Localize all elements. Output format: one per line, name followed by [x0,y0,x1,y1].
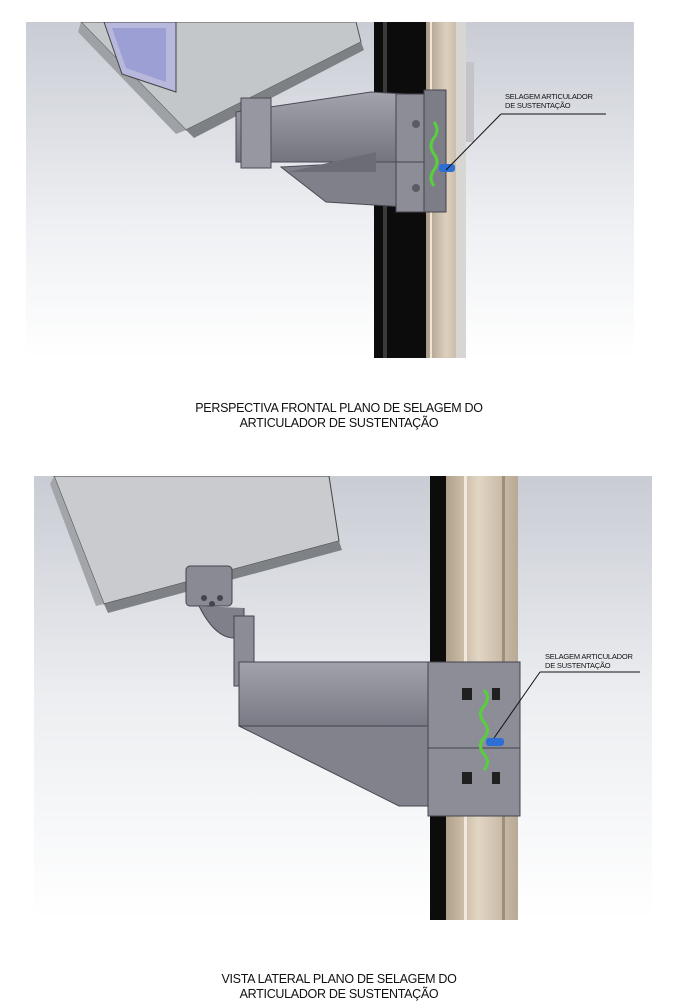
figure-caption: VISTA LATERAL PLANO DE SELAGEM DO ARTICU… [0,972,678,1002]
seal-lock [486,738,504,746]
callout-line2: DE SUSTENTAÇÃO [505,101,571,110]
pole-clamps [427,661,521,817]
support-bracket [238,661,440,807]
lateral-view-render [34,476,652,920]
callout-line1: SELAGEM ARTICULADOR [505,92,593,101]
callout-label: SELAGEM ARTICULADOR DE SUSTENTAÇÃO [545,652,633,670]
callout-leader [445,113,502,171]
callout-leader [493,671,541,739]
seal-lock [439,164,455,172]
support-bracket [235,91,407,208]
seal-wire [479,689,504,771]
caption-line1: PERSPECTIVA FRONTAL PLANO DE SELAGEM DO [195,401,483,415]
caption-line2: ARTICULADOR DE SUSTENTAÇÃO [239,987,439,1001]
caption-line2: ARTICULADOR DE SUSTENTAÇÃO [239,416,439,430]
pole-clamps [395,89,447,213]
seal-wire [429,121,455,187]
callout-label: SELAGEM ARTICULADOR DE SUSTENTAÇÃO [505,92,593,110]
figure-caption: PERSPECTIVA FRONTAL PLANO DE SELAGEM DO … [0,401,678,431]
equipment-cabinet [78,22,364,138]
frontal-perspective-drawing [26,22,634,358]
callout-line2: DE SUSTENTAÇÃO [545,661,611,670]
frontal-perspective-render [26,22,634,358]
caption-line1: VISTA LATERAL PLANO DE SELAGEM DO [221,972,457,986]
callout-line1: SELAGEM ARTICULADOR [545,652,633,661]
lateral-view-drawing [34,476,652,920]
